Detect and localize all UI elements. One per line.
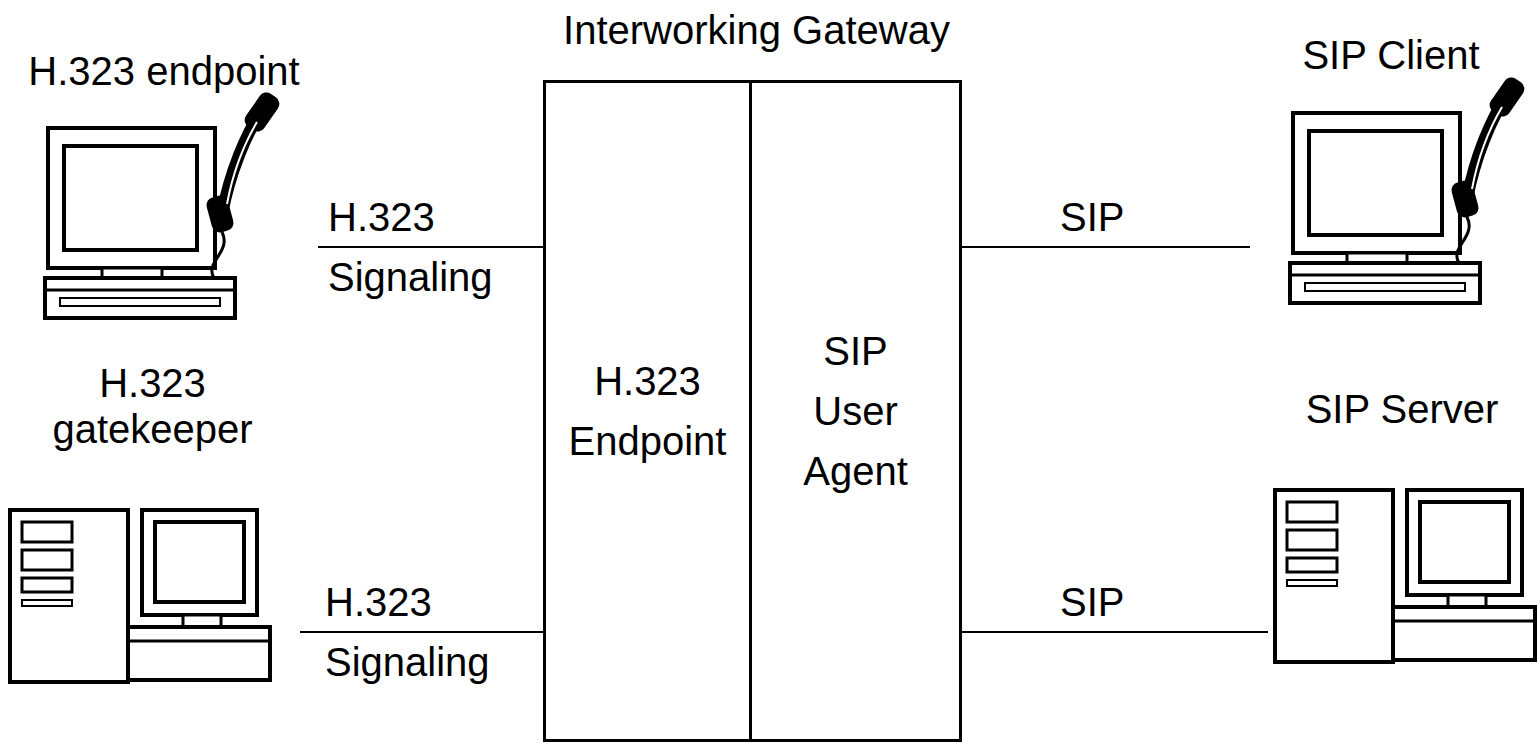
edge-label: H.323 Signaling [325,572,505,692]
device-label: SIP Server [1272,386,1532,432]
server-icon [1275,490,1535,662]
client-node: SIP Client [1250,32,1532,305]
device-label: H.323 endpoint [14,48,314,94]
device-label: H.323 gatekeeper [40,360,265,452]
gateway-title: Interworking Gateway [547,6,966,54]
gatekeeper-node: H.323 gatekeeper [5,360,300,685]
edge-label: H.323 Signaling [328,187,508,307]
gateway-box: Interworking GatewayH.323 Endpoint SIP Us… [543,0,970,742]
signaling-line [962,246,1250,248]
edge-label: SIP [1060,578,1124,626]
module-label: SIP User Agent [793,321,918,501]
device-label: SIP Client [1256,32,1526,78]
server-icon [10,510,270,682]
signaling-line [318,246,543,248]
signaling-line [300,631,543,633]
endpoint-node: H.323 endpoint [10,48,318,326]
module-label: H.323 Endpoint [548,351,748,471]
gateway-part: SIP User Agent [752,80,962,742]
signaling-line [962,631,1268,633]
desktop-phone-icon [1290,74,1527,303]
desktop-phone-icon [45,89,282,318]
gateway-part: H.323 Endpoint [543,80,752,742]
server-node: SIP Server [1268,386,1536,683]
edge-label: SIP [1060,193,1124,241]
